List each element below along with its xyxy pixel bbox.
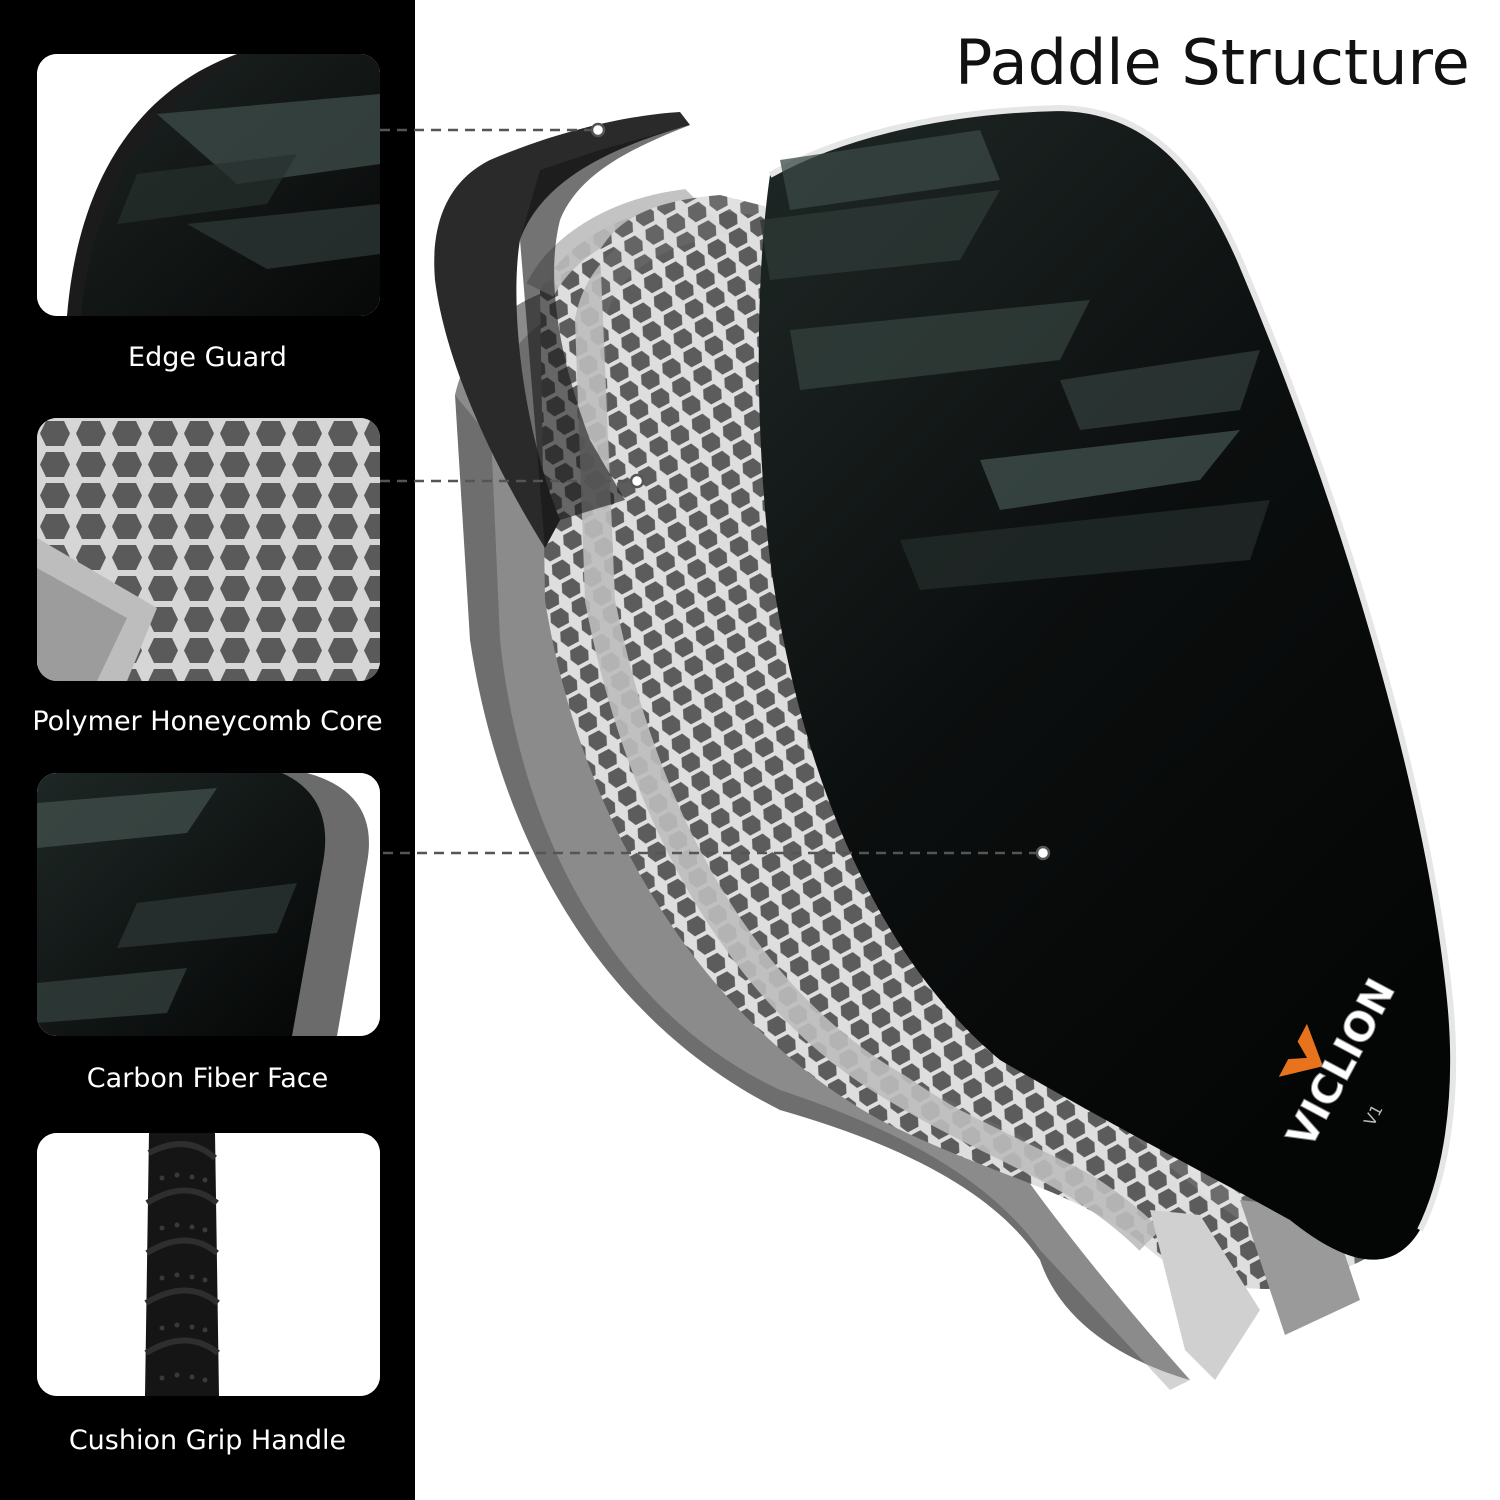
edge-guard-layer <box>434 112 690 548</box>
grip-handle-icon <box>37 1133 380 1396</box>
callout-dot-edge-guard <box>590 122 606 138</box>
honeycomb-core-icon <box>37 418 380 681</box>
callout-dot-carbon-face <box>1035 845 1051 861</box>
layer-label-honeycomb-core: Polymer Honeycomb Core <box>32 706 383 737</box>
brand-logo-mark <box>1278 1023 1323 1077</box>
layer-label-carbon-fiber-face: Carbon Fiber Face <box>86 1063 329 1094</box>
edge-guard-icon <box>37 54 380 316</box>
carbon-face-layer <box>758 108 1454 1260</box>
page-title: Paddle Structure <box>955 26 1470 99</box>
carbon-fiber-face-icon <box>37 773 380 1036</box>
layer-label-edge-guard: Edge Guard <box>128 342 287 373</box>
layer-label-grip-handle: Cushion Grip Handle <box>68 1425 347 1456</box>
callout-dot-honeycomb-core <box>629 473 645 489</box>
